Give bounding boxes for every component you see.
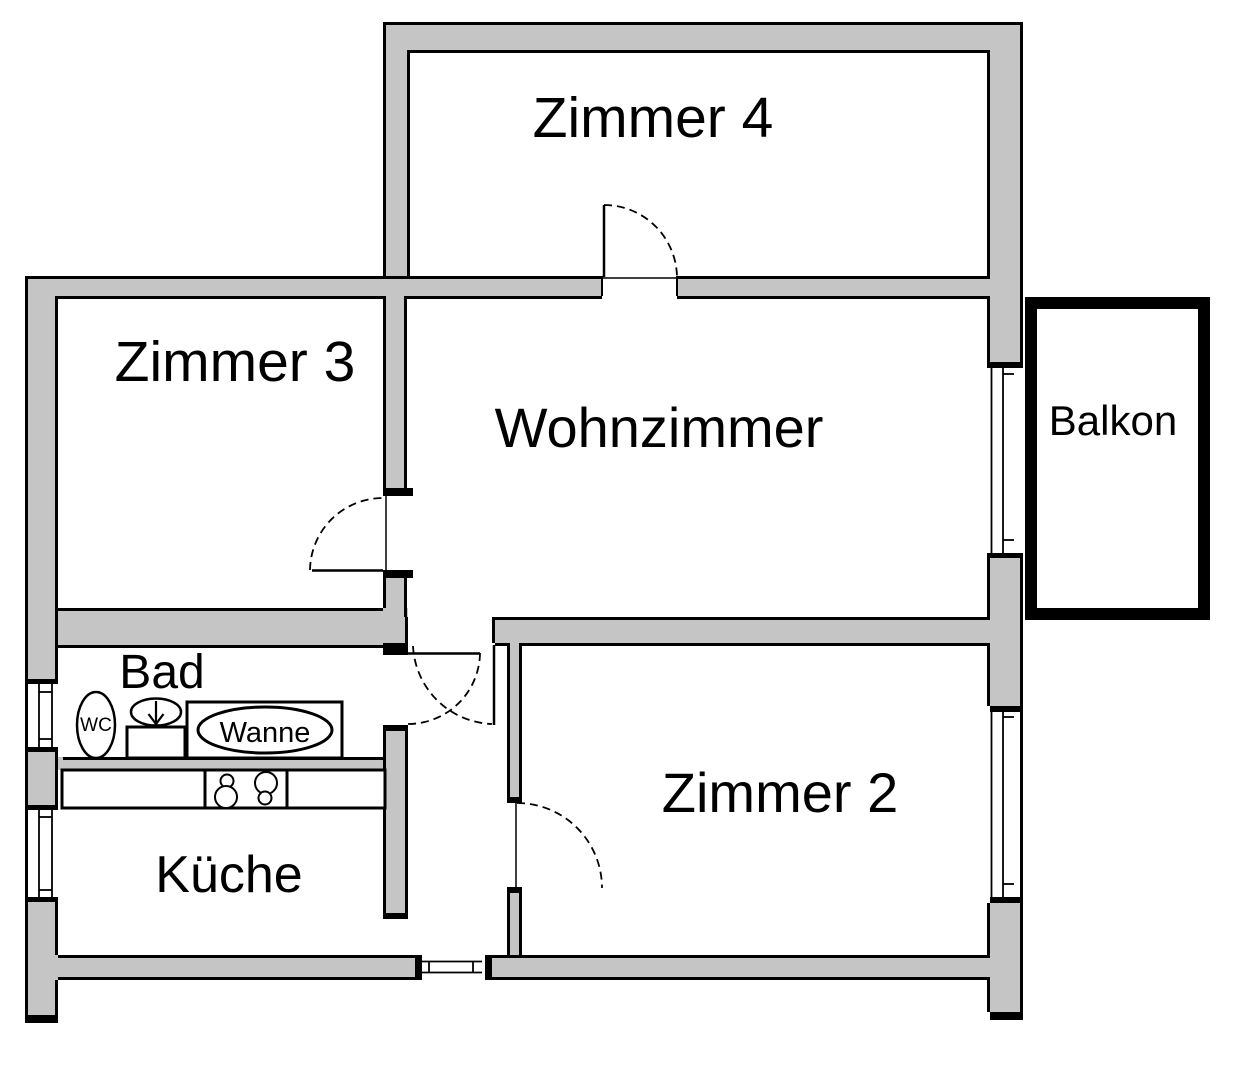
sink-fixture: [125, 697, 187, 760]
door-jamb: [415, 955, 422, 980]
wall-cap: [383, 913, 408, 919]
door-jamb: [383, 570, 413, 578]
wall-segment: [25, 955, 415, 980]
wanne-label: Wanne: [220, 717, 311, 749]
door-jamb: [485, 955, 492, 980]
wall-cap: [25, 1015, 58, 1023]
wall-segment: [25, 752, 58, 805]
balkon-label: Balkon: [1049, 397, 1177, 444]
wall-segment: [495, 617, 1023, 643]
zimmer4-label: Zimmer 4: [533, 86, 774, 150]
wall-cap: [25, 805, 58, 810]
wall-segment: [990, 22, 1023, 362]
zimmer2-window: [990, 712, 1014, 897]
kitchen-fixtures: [60, 768, 387, 810]
door-swing-arc: [603, 204, 678, 279]
wall-segment: [55, 757, 408, 770]
sink-drain-arrowhead: [147, 713, 165, 726]
door-jamb: [383, 488, 413, 496]
wall-cap: [990, 1012, 1023, 1020]
wall-cap: [990, 706, 1023, 712]
entrance-door: [422, 960, 482, 974]
wall-caps: [25, 362, 1023, 1023]
wall-cap: [990, 897, 1023, 903]
wall-segment: [383, 22, 407, 296]
stove-burner: [214, 785, 238, 809]
wall-segment: [507, 643, 522, 798]
door-swing-arc: [407, 652, 481, 725]
zimmer3-label: Zimmer 3: [115, 330, 356, 394]
wall-segment: [677, 276, 1023, 296]
door-swing-arc: [309, 497, 384, 571]
bad-label: Bad: [119, 646, 204, 699]
bad-window: [38, 684, 53, 747]
balkon-door-window: [990, 368, 1014, 553]
zimmer3-door: [309, 496, 387, 572]
room-labels: Zimmer 4 Zimmer 3 Wohnzimmer Balkon Bad …: [80, 86, 1177, 904]
door-jamb: [383, 725, 408, 731]
sink-cabinet: [125, 725, 187, 760]
wall-cap: [25, 679, 58, 684]
door-jamb: [507, 797, 522, 803]
balkon-outline: [1025, 297, 1210, 620]
wall-cap: [25, 897, 58, 902]
wall-segment: [990, 558, 1023, 706]
wall-segment: [25, 608, 408, 645]
wohnzimmer-label: Wohnzimmer: [495, 396, 824, 459]
zimmer2-label: Zimmer 2: [662, 761, 898, 824]
windows: [38, 368, 1014, 897]
wall-edges: [25, 22, 1023, 1023]
wall-segment: [492, 955, 1023, 980]
walls: [25, 22, 1023, 1015]
door-jamb: [383, 643, 408, 655]
wohnzimmer-door: [412, 645, 496, 725]
kueche-label: Küche: [155, 846, 302, 904]
zimmer2-door: [515, 802, 603, 889]
wall-segment: [25, 276, 602, 296]
bathtub-basin: [196, 705, 334, 755]
door-swing-arc: [516, 802, 603, 889]
wall-segment: [383, 22, 1023, 50]
bathroom-fixtures: [75, 690, 344, 760]
wall-segment: [383, 578, 407, 608]
balkon-structure: [1025, 297, 1210, 620]
wall-cap: [990, 553, 1023, 558]
wc-label: WC: [80, 715, 112, 736]
stove-burner: [257, 790, 273, 806]
wall-segment: [507, 893, 522, 955]
bad-door: [400, 652, 481, 725]
wall-cap: [25, 747, 58, 752]
door-jamb: [507, 887, 522, 893]
door-swing-arc: [412, 645, 493, 725]
wall-cap: [990, 362, 1023, 368]
zimmer4-door: [602, 204, 678, 279]
wall-segment: [383, 296, 407, 488]
bathtub-fixture: [185, 700, 344, 760]
kueche-window: [38, 810, 53, 897]
doors: [309, 204, 678, 974]
wc-fixture: [75, 690, 117, 760]
